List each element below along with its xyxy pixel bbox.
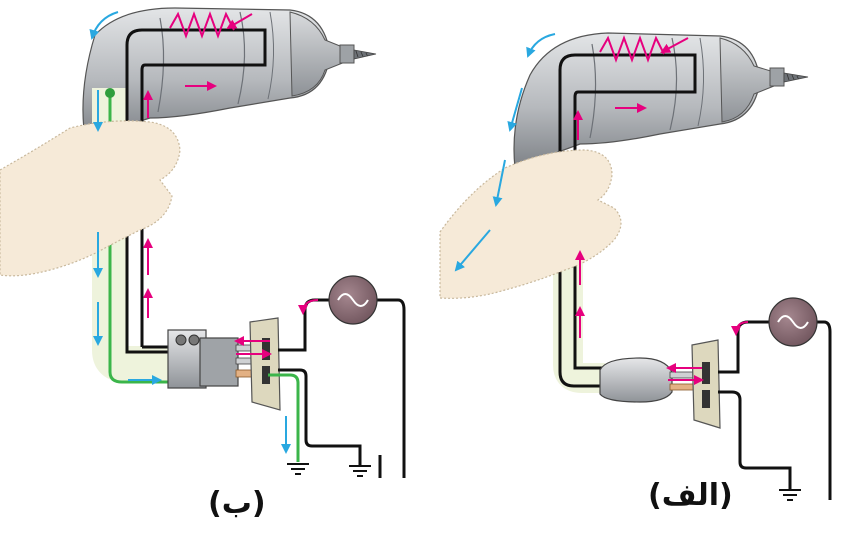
panel-caption-alef: (الف) <box>648 478 733 513</box>
ac-source-icon <box>768 297 818 347</box>
panel-caption-b: (ب) <box>208 486 266 521</box>
current-arrow-icon <box>143 13 319 359</box>
supply-wiring <box>718 320 832 500</box>
ground-wire <box>268 373 300 462</box>
hand-icon <box>439 149 622 299</box>
ground-symbol-icon <box>287 463 309 475</box>
drill-icon <box>82 7 377 139</box>
current-arrow-icon <box>454 33 556 272</box>
wall-outlet-icon <box>691 339 721 429</box>
wall-outlet-icon <box>249 317 281 411</box>
current-arrow-icon <box>89 11 291 454</box>
panel-alef <box>439 32 832 501</box>
ac-source-icon <box>328 275 378 325</box>
ground-connection-dot <box>105 88 115 98</box>
ground-symbol-icon <box>349 465 371 477</box>
hand-icon <box>0 120 181 277</box>
power-cord <box>553 53 697 393</box>
drill-icon <box>513 32 809 169</box>
current-arrow-icon <box>573 37 749 385</box>
ground-symbol-icon <box>779 489 801 501</box>
heating-coil-icon <box>169 11 235 39</box>
panel-b <box>0 7 406 478</box>
heating-coil-icon <box>599 35 665 63</box>
